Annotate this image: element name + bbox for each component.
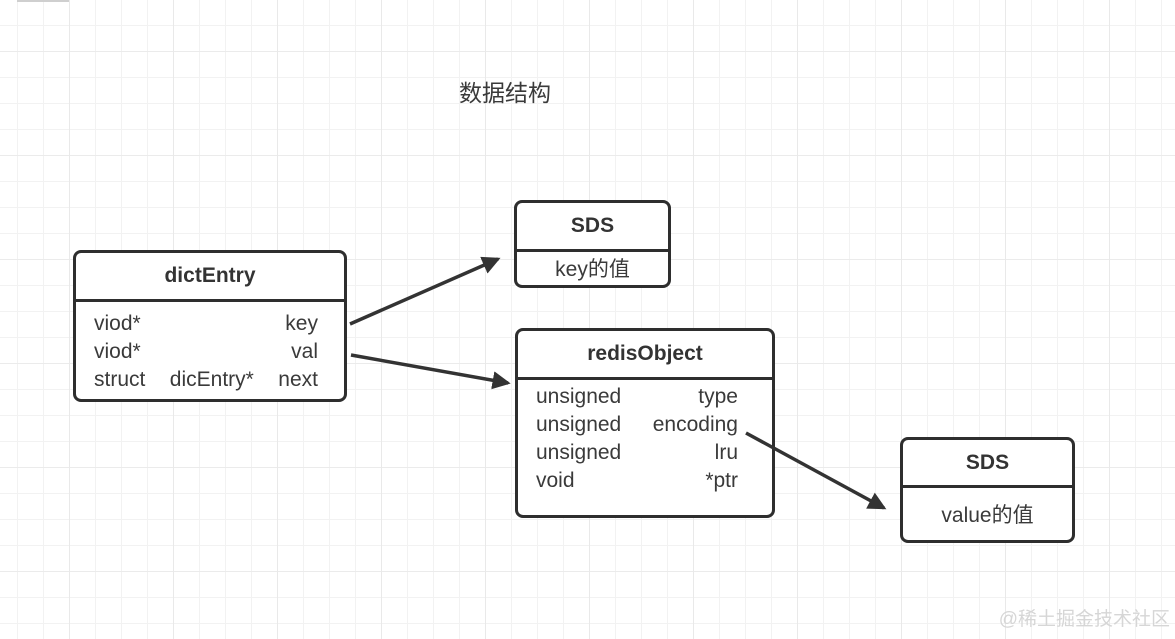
field-row-key: viod* key bbox=[94, 310, 318, 338]
field-name: type bbox=[698, 385, 738, 408]
node-redisobject-body: unsigned type unsigned encoding unsigned… bbox=[518, 380, 772, 495]
node-sds-key-value: key的值 bbox=[555, 258, 630, 281]
field-name: next bbox=[278, 368, 318, 391]
node-dictentry: dictEntry viod* key viod* val struct dic… bbox=[73, 250, 347, 402]
node-redisobject: redisObject unsigned type unsigned encod… bbox=[515, 328, 775, 518]
field-name: key bbox=[285, 312, 318, 335]
field-row-val: viod* val bbox=[94, 338, 318, 366]
field-name: *ptr bbox=[705, 469, 738, 492]
arrow-val-to-redisobject bbox=[350, 353, 511, 390]
field-row-encoding: unsigned encoding bbox=[536, 411, 738, 439]
node-dictentry-title: dictEntry bbox=[76, 253, 344, 302]
field-name: encoding bbox=[652, 413, 738, 436]
field-type: struct bbox=[94, 368, 146, 391]
node-sds-key-title: SDS bbox=[517, 203, 668, 252]
field-row-ptr: void *ptr bbox=[536, 467, 738, 495]
field-type: unsigned bbox=[536, 385, 622, 408]
field-type: void bbox=[536, 469, 575, 492]
node-sds-value-title: SDS bbox=[903, 440, 1072, 488]
node-sds-value: SDS value的值 bbox=[900, 437, 1075, 543]
canvas-edge-mark bbox=[17, 0, 69, 2]
field-type: viod* bbox=[94, 312, 141, 335]
arrow-key-to-sds bbox=[349, 256, 501, 326]
field-mid: dicEntry* bbox=[169, 368, 254, 391]
node-redisobject-title: redisObject bbox=[518, 331, 772, 380]
node-sds-key: SDS key的值 bbox=[514, 200, 671, 288]
node-dictentry-body: viod* key viod* val struct dicEntry* nex… bbox=[76, 302, 344, 394]
field-row-lru: unsigned lru bbox=[536, 439, 738, 467]
field-type: unsigned bbox=[536, 441, 622, 464]
field-type: viod* bbox=[94, 340, 141, 363]
field-type: unsigned bbox=[536, 413, 622, 436]
watermark: @稀土掘金技术社区 bbox=[998, 609, 1170, 630]
node-sds-value-value: value的值 bbox=[941, 503, 1034, 527]
field-name: lru bbox=[714, 441, 738, 464]
field-row-type: unsigned type bbox=[536, 383, 738, 411]
field-row-next: struct dicEntry* next bbox=[94, 366, 318, 394]
diagram-title: 数据结构 bbox=[459, 80, 551, 106]
field-name: val bbox=[291, 340, 318, 363]
